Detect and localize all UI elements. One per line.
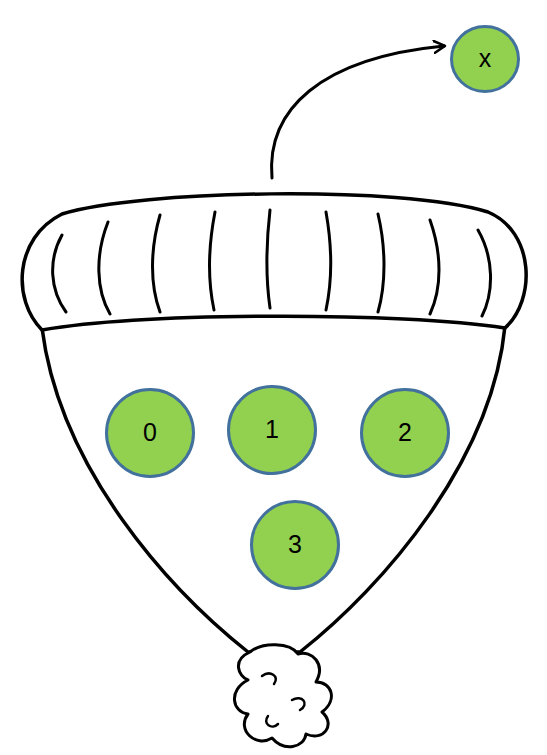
brim-ribs <box>53 210 491 316</box>
token-circle: x <box>450 25 520 93</box>
hat-body <box>42 326 505 652</box>
hat-brim <box>22 194 526 330</box>
pompom <box>234 645 331 747</box>
circle-label: 3 <box>288 531 302 559</box>
circle-shape <box>252 502 339 589</box>
pompom-curls <box>262 674 305 727</box>
circle-shape <box>107 390 194 477</box>
token-circle: 3 <box>250 500 340 590</box>
exit-arrow <box>272 46 444 178</box>
circle-shape <box>362 390 449 477</box>
circle-label: 0 <box>143 419 157 447</box>
token-circle: 2 <box>360 388 450 478</box>
circle-label: x <box>479 45 492 73</box>
token-circle: 1 <box>227 385 317 475</box>
circle-label: 1 <box>265 416 279 444</box>
circle-shape <box>452 27 519 92</box>
token-circle: 0 <box>105 388 195 478</box>
circle-label: 2 <box>398 419 412 447</box>
circle-shape <box>229 387 316 474</box>
